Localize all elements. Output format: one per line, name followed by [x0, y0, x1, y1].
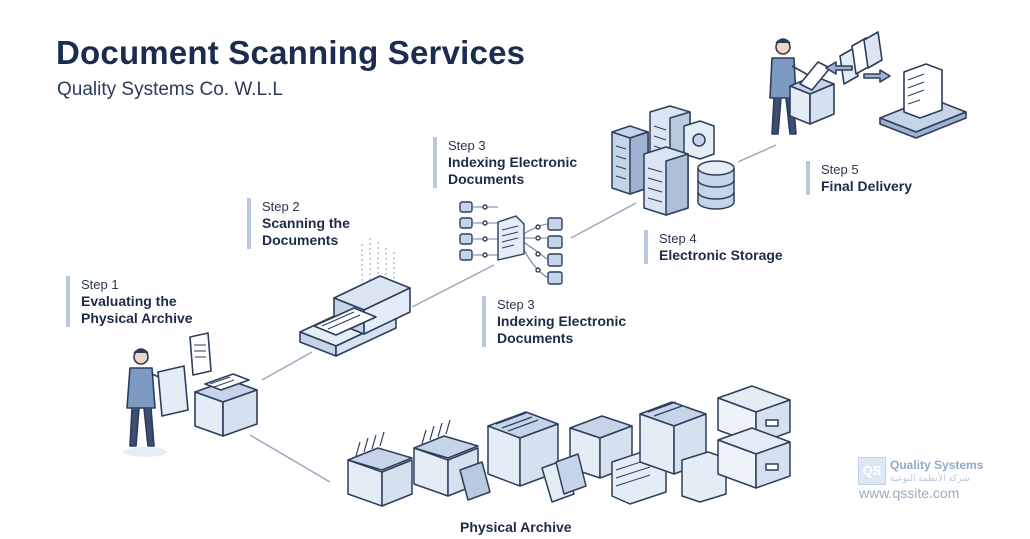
connector-lines: [249, 144, 777, 483]
step-number: Step 1: [81, 277, 119, 292]
step-name: Evaluating the Physical Archive: [81, 293, 193, 326]
company-name: Quality Systems Co. W.L.L: [57, 79, 283, 100]
evaluating-archive-icon: [123, 332, 258, 457]
step-number: Step 3: [448, 138, 486, 153]
physical-archive-caption: Physical Archive: [460, 519, 572, 535]
archive-box-5: [639, 401, 727, 503]
step-3-label-bottom: Step 3 Indexing Electronic Documents: [482, 296, 637, 347]
final-delivery-icon: [769, 31, 967, 139]
physical-archive-icon: [347, 385, 791, 507]
step-name: Scanning the Documents: [262, 215, 350, 248]
step-2-label: Step 2 Scanning the Documents: [247, 198, 362, 249]
website-url: www.qssite.com: [859, 485, 960, 501]
step-name: Final Delivery: [821, 178, 913, 194]
step-number: Step 5: [821, 162, 859, 177]
scanner-icon: [299, 238, 411, 357]
step-number: Step 2: [262, 199, 300, 214]
logo-name: Quality Systems: [890, 458, 984, 472]
archive-box-1: [347, 431, 413, 507]
step-1-label: Step 1 Evaluating the Physical Archive: [66, 276, 201, 327]
step-number: Step 4: [659, 231, 697, 246]
storage-servers-icon: [611, 105, 735, 216]
step-4-label: Step 4 Electronic Storage: [644, 230, 819, 264]
step-number: Step 3: [497, 297, 535, 312]
archive-box-6: [717, 385, 791, 489]
indexing-icon: [459, 201, 563, 285]
logo-tagline: شركة الأنظمة النوعية: [890, 473, 970, 483]
step-name: Electronic Storage: [659, 247, 783, 263]
page-title: Document Scanning Services: [56, 34, 526, 71]
step-name: Indexing Electronic Documents: [497, 313, 627, 346]
step-3-label-top: Step 3 Indexing Electronic Documents: [433, 137, 588, 188]
step-name: Indexing Electronic Documents: [448, 154, 578, 187]
step-5-label: Step 5 Final Delivery: [806, 161, 941, 195]
logo-mark-icon: QS: [858, 457, 886, 485]
archive-box-2: [413, 419, 491, 501]
